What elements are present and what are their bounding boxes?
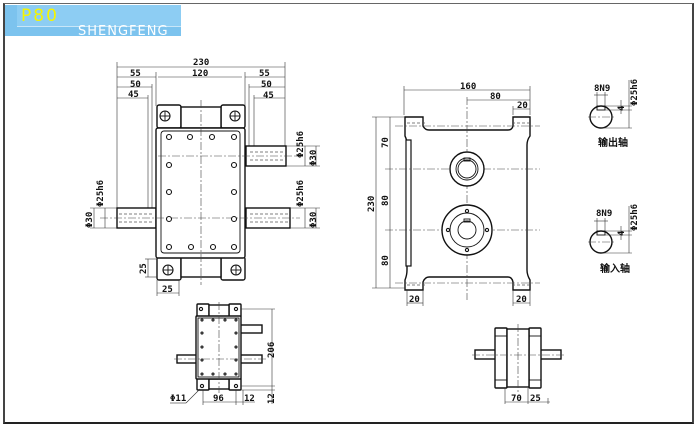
input-key-width: 8N9 <box>596 209 612 219</box>
dim-side-height: 230 <box>367 196 377 212</box>
dim-top-edge-v: 12 <box>267 393 277 404</box>
dim-left-45: 45 <box>128 90 139 100</box>
dim-side-half: 80 <box>490 92 501 102</box>
dim-side-width: 160 <box>460 82 476 92</box>
dim-boss-dia-left: Φ30 <box>85 212 95 228</box>
dim-ear-height: 25 <box>139 263 149 274</box>
dim-center-120: 120 <box>192 69 208 79</box>
dim-hole-spacing: 96 <box>213 394 224 404</box>
dim-side-foot: 20 <box>517 101 528 111</box>
dim-end-width: 70 <box>511 394 522 404</box>
dim-shaft-dia-upper: Φ25h6 <box>296 131 306 158</box>
input-shaft-dia: Φ25h6 <box>630 204 640 231</box>
dim-shaft-dia-left: Φ25h6 <box>96 180 106 207</box>
dim-right-45: 45 <box>263 91 274 101</box>
output-key-width: 8N9 <box>594 84 610 94</box>
side-view: 160 80 20 230 70 80 80 20 20 <box>367 82 540 306</box>
brand-label: SHENGFENG <box>78 24 169 39</box>
dim-left-55: 55 <box>130 69 141 79</box>
output-shaft-label: 输出轴 <box>598 136 628 149</box>
output-shaft-section: 8N9 4 Φ25h6 输出轴 <box>588 79 640 149</box>
input-key-depth: 4 <box>617 230 627 236</box>
dim-seg-mid: 80 <box>381 195 391 206</box>
model-label: P80 <box>21 6 59 26</box>
title-banner-inner <box>17 5 181 27</box>
front-view: 230 55 120 55 50 50 45 45 <box>85 58 320 296</box>
dim-top-height: 206 <box>267 342 277 358</box>
output-shaft-dia: Φ25h6 <box>630 79 640 106</box>
dim-top-edge: 12 <box>244 394 255 404</box>
dim-right-50: 50 <box>261 80 272 90</box>
dim-seg-top: 70 <box>381 137 391 148</box>
bolt-holes <box>165 133 238 251</box>
dim-boss-dia-lower: Φ30 <box>309 212 319 228</box>
dim-left-50: 50 <box>130 80 141 90</box>
dim-foot-right: 20 <box>516 295 527 305</box>
drawing-frame <box>3 3 694 424</box>
dim-end-shaft: 25 <box>530 394 541 404</box>
dim-shaft-dia-lower: Φ25h6 <box>296 180 306 207</box>
dim-right-55: 55 <box>259 69 270 79</box>
dim-seg-bottom: 80 <box>381 255 391 266</box>
input-shaft-section: 8N9 4 Φ25h6 输入轴 <box>588 204 640 275</box>
dim-ear-width: 25 <box>162 285 173 295</box>
dim-foot-left: 20 <box>409 295 420 305</box>
dim-overall-width: 230 <box>193 58 209 68</box>
output-key-depth: 4 <box>617 105 627 111</box>
input-shaft-label: 输入轴 <box>600 262 630 275</box>
end-view: 70 25 <box>472 324 564 404</box>
top-view: 206 12 96 12 Φ11 <box>170 302 277 405</box>
dim-boss-dia-upper: Φ30 <box>309 150 319 166</box>
dim-hole-dia: Φ11 <box>170 394 186 404</box>
